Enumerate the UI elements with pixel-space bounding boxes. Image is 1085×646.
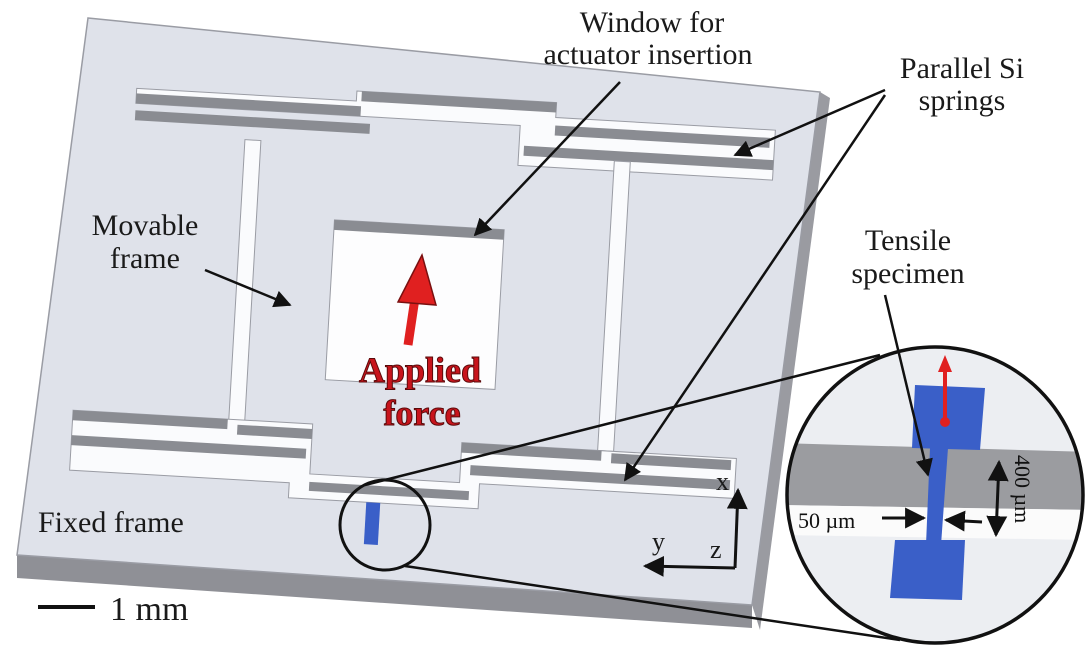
spring-top-4 — [554, 125, 770, 148]
spring-bottom-7 — [469, 465, 731, 491]
axis-triad — [642, 487, 748, 577]
movable-leader — [204, 268, 292, 308]
spring-bottom-2 — [236, 424, 313, 440]
window-label-line1: Window for — [580, 6, 725, 39]
specimen-grip-top — [912, 385, 985, 450]
gauge-length-label: 400 µm — [1010, 455, 1035, 523]
magnified-specimen — [785, 345, 1085, 645]
specimen-grip-bottom — [890, 540, 965, 600]
gauge-length-arrow — [986, 459, 1009, 538]
fixed-frame-label: Fixed frame — [38, 506, 184, 539]
force-label-line1: Applied — [359, 350, 481, 390]
spring-top-2 — [134, 110, 371, 134]
zoom-line-top — [364, 353, 881, 487]
spring-top-3 — [361, 91, 557, 113]
plate-side — [752, 92, 830, 630]
axis-y-label: y — [652, 527, 665, 556]
spring-bottom-1 — [72, 410, 228, 430]
spring-top-1 — [135, 93, 362, 117]
spring-bottom-3 — [71, 435, 307, 459]
window-edge — [333, 219, 505, 240]
movable-label-line2: frame — [110, 242, 180, 275]
window-leader — [473, 81, 621, 237]
force-label-line2: force — [383, 393, 460, 433]
spring-top-5 — [523, 145, 774, 171]
scale-bar-label: 1 mm — [110, 591, 188, 628]
plate-edge — [17, 555, 752, 628]
spring-bottom-5 — [461, 442, 602, 461]
tensile-label-line1: Tensile — [865, 224, 951, 257]
springs-label-line1: Parallel Si — [900, 52, 1024, 85]
springs-label-line2: springs — [919, 84, 1006, 117]
axis-z-label: z — [710, 535, 722, 564]
gauge-width-label: 50 µm — [798, 508, 855, 533]
zoom-line-bottom — [404, 564, 901, 642]
spring-bottom-4 — [308, 481, 470, 501]
movable-label-line1: Movable — [92, 209, 199, 242]
specimen-small — [363, 502, 381, 545]
etched-structure — [69, 87, 776, 545]
window-label-line2: actuator insertion — [543, 38, 752, 71]
tensile-label-line2: specimen — [851, 257, 964, 290]
axis-x-label: x — [716, 467, 729, 496]
gauge-width-arrow-right — [943, 510, 983, 532]
force-arrow — [396, 252, 438, 346]
tensile-leader — [883, 294, 933, 477]
springs-leader-1 — [733, 88, 886, 157]
springs-leader-2 — [623, 94, 887, 482]
